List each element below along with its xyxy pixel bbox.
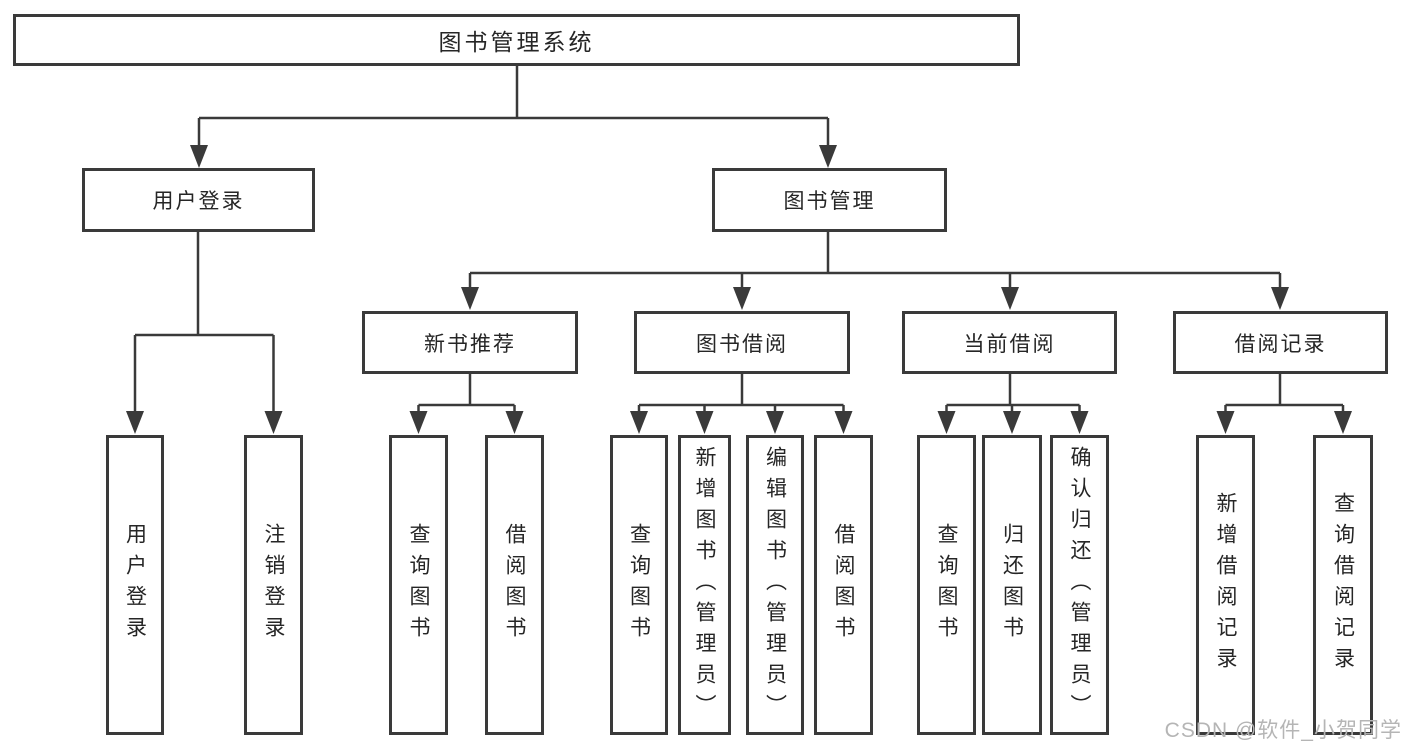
- leaf-label: 借阅图书: [503, 523, 527, 647]
- leaf-label: 查询图书: [935, 523, 959, 647]
- leaf-borrowing-query-books: 查询图书: [610, 435, 668, 735]
- leaf-current-query-books: 查询图书: [917, 435, 976, 735]
- leaf-label: 编辑图书（管理员）: [763, 445, 787, 725]
- leaf-label: 确认归还（管理员）: [1068, 445, 1092, 725]
- leaf-borrowing-edit-books-admin: 编辑图书（管理员）: [746, 435, 804, 735]
- leaf-user-login: 用户登录: [106, 435, 164, 735]
- leaf-label: 归还图书: [1000, 523, 1024, 647]
- leaf-borrowing-add-books-admin: 新增图书（管理员）: [678, 435, 731, 735]
- leaf-records-query-borrow-record: 查询借阅记录: [1313, 435, 1373, 735]
- node-book-borrowing: 图书借阅: [634, 311, 850, 374]
- leaf-label: 用户登录: [123, 523, 147, 647]
- leaf-newbook-query-books: 查询图书: [389, 435, 448, 735]
- node-library-management-system: 图书管理系统: [13, 14, 1020, 66]
- leaf-records-add-borrow-record: 新增借阅记录: [1196, 435, 1255, 735]
- leaf-label: 查询图书: [627, 523, 651, 647]
- leaf-label: 查询借阅记录: [1331, 492, 1355, 678]
- leaf-label: 新增图书（管理员）: [693, 445, 717, 725]
- node-book-management: 图书管理: [712, 168, 947, 232]
- leaf-borrowing-borrow-books: 借阅图书: [814, 435, 873, 735]
- leaf-newbook-borrow-books: 借阅图书: [485, 435, 544, 735]
- arrowheads: [126, 145, 1352, 434]
- node-borrowing-records: 借阅记录: [1173, 311, 1388, 374]
- leaf-logout: 注销登录: [244, 435, 303, 735]
- node-user-login: 用户登录: [82, 168, 315, 232]
- leaf-current-return-books: 归还图书: [982, 435, 1042, 735]
- node-current-borrowing: 当前借阅: [902, 311, 1117, 374]
- leaf-label: 借阅图书: [832, 523, 856, 647]
- node-new-book-recommend: 新书推荐: [362, 311, 578, 374]
- csdn-watermark: CSDN @软件_小贺同学: [1164, 719, 1402, 742]
- leaf-label: 注销登录: [262, 523, 286, 647]
- leaf-label: 新增借阅记录: [1214, 492, 1238, 678]
- leaf-label: 查询图书: [407, 523, 431, 647]
- leaf-current-confirm-return-admin: 确认归还（管理员）: [1050, 435, 1109, 735]
